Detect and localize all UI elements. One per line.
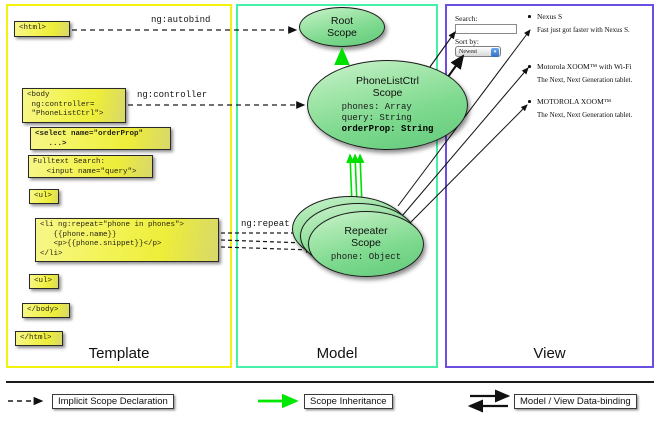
legend-divider [6,381,654,383]
codebox-body-close: </body> [22,303,70,318]
search-label: Search: [455,14,478,23]
ng-repeat-label: ng:repeat [241,219,290,229]
codebox-html-close: </html> [15,331,63,346]
phone-list-item[interactable]: MOTOROLA XOOM™ The Next, Next Generation… [528,97,633,119]
chevron-updown-icon: ▾ [491,48,499,57]
column-label-template: Template [88,345,150,362]
search-input[interactable] [455,24,517,34]
codebox-html-open: <html> [14,21,70,37]
bullet-icon [528,15,531,18]
ng-autobind-label: ng:autobind [151,15,211,25]
column-view: View [445,4,654,368]
codebox-ul-close: <ul> [29,274,59,289]
phone-name: Motorola XOOM™ with Wi-Fi [537,62,632,71]
column-label-model: Model [316,345,358,362]
codebox-li-repeat: <li ng:repeat="phone in phones"> {{phone… [35,218,219,262]
codebox-ul-open: <ul> [29,189,59,204]
phone-list-item[interactable]: Nexus S Fast just got faster with Nexus … [528,12,630,34]
phone-list-item[interactable]: Motorola XOOM™ with Wi-Fi The Next, Next… [528,62,633,84]
phone-name: MOTOROLA XOOM™ [537,97,612,106]
column-label-view: View [533,345,566,362]
phone-snippet: Fast just got faster with Nexus S. [537,26,630,34]
sortby-label: Sort by: [455,37,479,46]
codebox-select-tag: <select name="orderProp" ...> [30,127,171,150]
phone-snippet: The Next, Next Generation tablet. [537,111,633,119]
ng-controller-label: ng:controller [137,90,208,100]
column-model: Model [236,4,438,368]
codebox-body-open: <body ng:controller= "PhoneListCtrl"> [22,88,126,123]
phone-name: Nexus S [537,12,563,21]
bullet-icon [528,100,531,103]
phone-snippet: The Next, Next Generation tablet. [537,76,633,84]
codebox-fulltext-search: Fulltext Search: <input name="query"> [28,155,153,178]
legend-label-implicit-scope: Implicit Scope Declaration [52,394,174,409]
legend-label-scope-inheritance: Scope Inheritance [304,394,393,409]
phonelistctrl-scope-props: phones: Array query: String orderProp: S… [341,102,434,134]
sortby-select-value: Newest [459,49,477,55]
sortby-select[interactable]: Newest ▾ [455,46,501,57]
repeater-scope-props: phone: Object [330,252,402,262]
legend-label-data-binding: Model / View Data-binding [514,394,637,409]
bullet-icon [528,65,531,68]
